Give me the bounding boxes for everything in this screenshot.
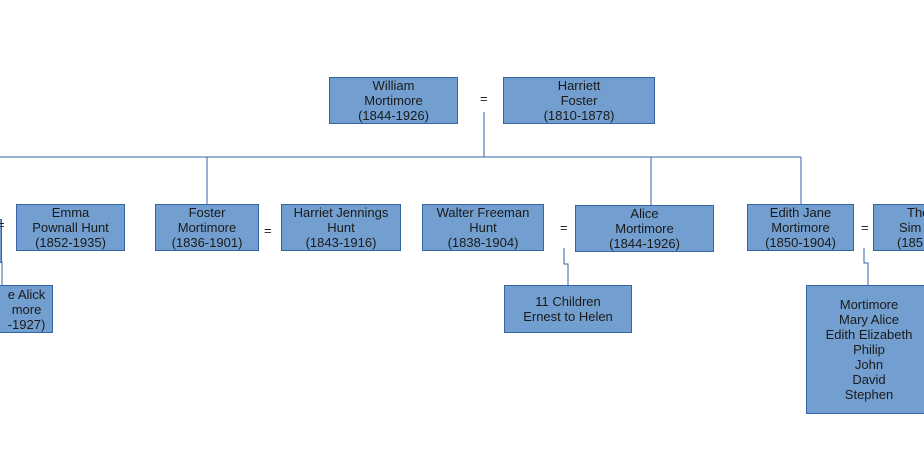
surname: Hunt [469, 220, 497, 235]
descent-sim-children [863, 248, 869, 286]
person-walter-freeman-hunt[interactable]: Walter Freeman Hunt (1838-1904) [422, 204, 544, 251]
descent-left [0, 261, 3, 285]
dates: (1843-1916) [305, 235, 377, 250]
name: Harriett [557, 78, 601, 93]
dates: (1836-1901) [171, 235, 243, 250]
surname: Mortimore [771, 220, 830, 235]
child: Edith Elizabeth [825, 327, 913, 342]
person-edith-jane-mortimore[interactable]: Edith Jane Mortimore (1850-1904) [747, 204, 854, 251]
children-sim[interactable]: Mortimore Mary Alice Edith Elizabeth Phi… [806, 285, 924, 414]
marriage-symbol: = [0, 217, 5, 232]
dates: (1844-1926) [358, 108, 429, 123]
dates: (1810-1878) [543, 108, 615, 123]
name: William [372, 78, 415, 93]
person-emma-pownall-hunt[interactable]: Emma Pownall Hunt (1852-1935) [16, 204, 125, 251]
marriage-symbol: = [861, 220, 869, 235]
marriage-symbol: = [264, 223, 272, 238]
person-harriet-jennings-hunt[interactable]: Harriet Jennings Hunt (1843-1916) [281, 204, 401, 251]
name: Alice [630, 206, 659, 221]
person-alick-mortimore[interactable]: e Alick more -1927) [0, 285, 53, 333]
dates: (185 [897, 235, 924, 250]
dates: -1927) [7, 316, 46, 332]
person-thomas-sim[interactable]: The Sim (185 [873, 204, 924, 251]
person-william-mortimore[interactable]: William Mortimore (1844-1926) [329, 77, 458, 124]
name: Foster [188, 205, 226, 220]
surname: more [11, 301, 42, 317]
child: David [852, 372, 886, 387]
dates: (1850-1904) [765, 235, 836, 250]
name: Walter Freeman [436, 205, 530, 220]
surname: Mortimore [177, 220, 237, 235]
name: Emma [51, 205, 90, 220]
marriage-symbol: = [480, 91, 488, 106]
marriage-symbol: = [560, 220, 568, 235]
surname: Hunt [327, 220, 355, 235]
name: The [907, 205, 924, 220]
person-foster-mortimore[interactable]: Foster Mortimore (1836-1901) [155, 204, 259, 251]
children-range: Ernest to Helen [523, 309, 613, 324]
child: Mortimore [839, 297, 899, 312]
surname: Mortimore [364, 93, 423, 108]
surname: Sim [899, 220, 922, 235]
surname: Mortimore [615, 221, 674, 236]
surname: Foster [560, 93, 598, 108]
dates: (1852-1935) [35, 235, 106, 250]
children-count: 11 Children [535, 294, 601, 309]
name: Edith Jane [769, 205, 832, 220]
child: Philip [853, 342, 885, 357]
person-offscreen-left[interactable] [0, 219, 2, 263]
surname: Pownall Hunt [32, 220, 109, 235]
child: John [854, 357, 884, 372]
child: Stephen [844, 387, 894, 402]
person-harriett-foster[interactable]: Harriett Foster (1810-1878) [503, 77, 655, 124]
children-hunt[interactable]: 11 Children Ernest to Helen [504, 285, 632, 333]
name: e Alick [7, 286, 46, 302]
dates: (1844-1926) [609, 236, 680, 251]
child: Mary Alice [839, 312, 899, 327]
descent-hunt-children [563, 248, 569, 286]
person-alice-mortimore[interactable]: Alice Mortimore (1844-1926) [575, 205, 714, 252]
dates: (1838-1904) [447, 235, 519, 250]
name: Harriet Jennings [293, 205, 389, 220]
